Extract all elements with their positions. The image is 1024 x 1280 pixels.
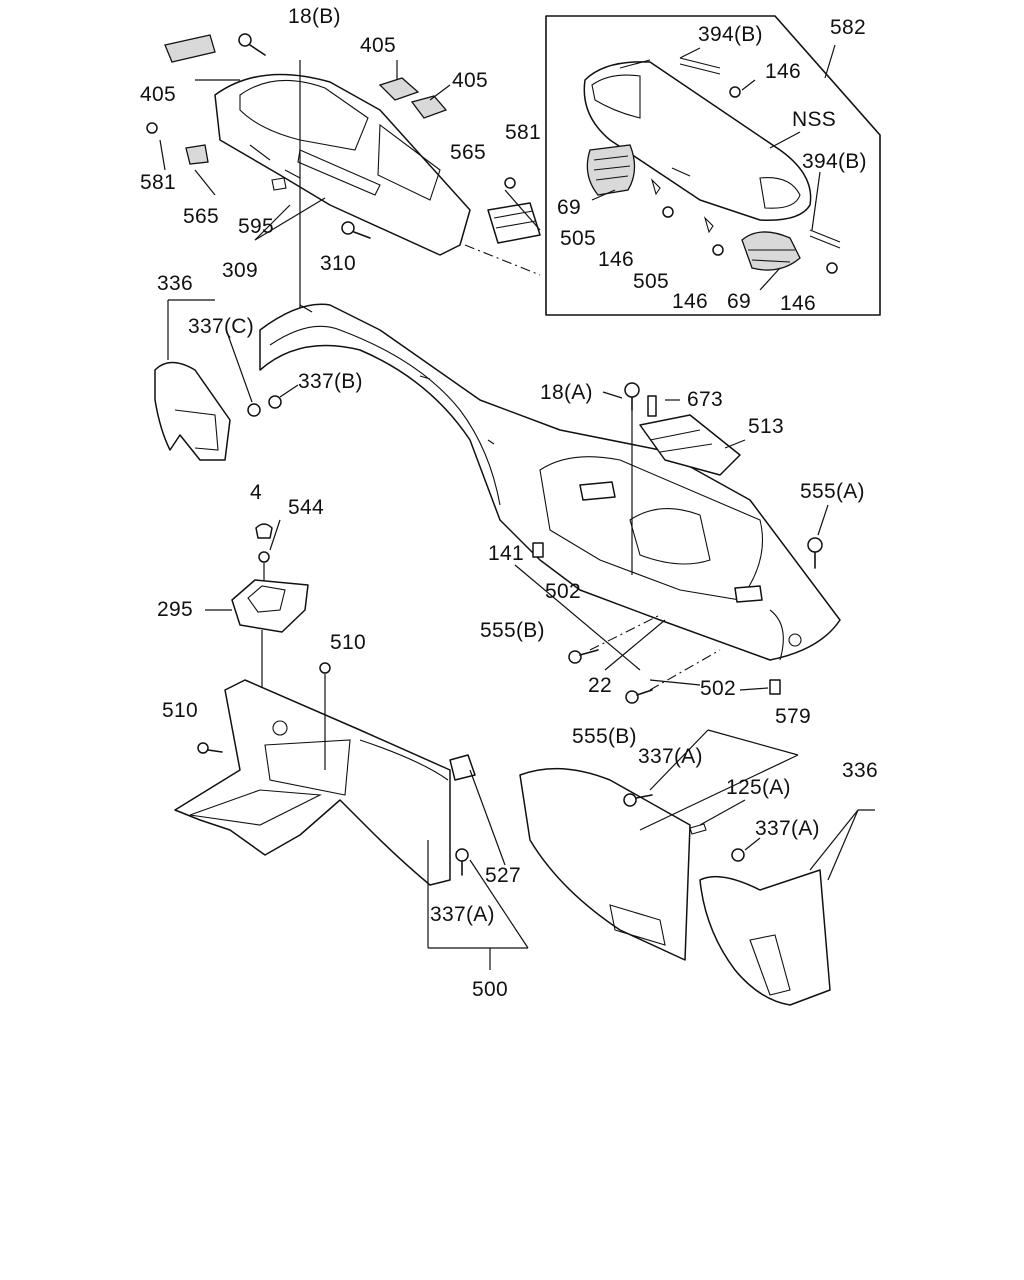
- side-cover-336-left: [154, 299, 299, 461]
- callout-544: 544: [288, 496, 324, 519]
- callout-505-a: 505: [560, 227, 596, 250]
- callout-527: 527: [485, 864, 521, 887]
- side-cover-336-right: [699, 809, 875, 1006]
- main-dashboard: [259, 303, 841, 661]
- bolt-555a: [807, 504, 829, 569]
- callout-336-left: 336: [157, 272, 193, 295]
- bolt-18a: [602, 382, 680, 575]
- callout-4: 4: [250, 481, 262, 504]
- callout-595: 595: [238, 215, 274, 238]
- inset-fasteners: [650, 47, 841, 274]
- callout-18b: 18(B): [288, 5, 341, 28]
- lower-fasteners: [514, 542, 781, 704]
- callout-502-a: 502: [545, 580, 581, 603]
- callout-581-a: 581: [140, 171, 176, 194]
- glove-box-579: [519, 729, 799, 961]
- meter-cluster-panel: [214, 73, 471, 256]
- callout-309: 309: [222, 259, 258, 282]
- callout-581-b: 581: [505, 121, 541, 144]
- callout-582: 582: [830, 16, 866, 39]
- side-vent-69-left: [586, 144, 636, 201]
- callout-394b-right: 394(B): [802, 150, 867, 173]
- callout-405-a: 405: [140, 83, 176, 106]
- callout-18a: 18(A): [540, 381, 593, 404]
- callout-505-b: 505: [633, 270, 669, 293]
- callout-69-a: 69: [557, 196, 581, 219]
- bracket-513: [639, 414, 746, 476]
- callout-565-a: 565: [183, 205, 219, 228]
- callout-673: 673: [687, 388, 723, 411]
- callout-146-d: 146: [780, 292, 816, 315]
- callout-565-b: 565: [450, 141, 486, 164]
- callout-513: 513: [748, 415, 784, 438]
- callout-555b-b: 555(B): [572, 725, 637, 748]
- callout-310: 310: [320, 252, 356, 275]
- inset-box-582: [545, 15, 881, 316]
- callout-579: 579: [775, 705, 811, 728]
- callout-22: 22: [588, 674, 612, 697]
- callout-337a-right: 337(A): [755, 817, 820, 840]
- callout-337a-console: 337(A): [430, 903, 495, 926]
- callout-146-a: 146: [765, 60, 801, 83]
- callout-405-b: 405: [360, 34, 396, 57]
- center-garnish-nss: [583, 59, 812, 221]
- callout-405-c: 405: [452, 69, 488, 92]
- callout-555a: 555(A): [800, 480, 865, 503]
- callout-336-right: 336: [842, 759, 878, 782]
- callout-337c: 337(C): [188, 315, 254, 338]
- callout-146-b: 146: [598, 248, 634, 271]
- callout-555b-a: 555(B): [480, 619, 545, 642]
- cluster-fasteners: [146, 33, 541, 308]
- callout-337b: 337(B): [298, 370, 363, 393]
- side-vent-69-right: [741, 231, 801, 291]
- callout-394b-top: 394(B): [698, 23, 763, 46]
- callout-510-a: 510: [330, 631, 366, 654]
- center-console-500: [174, 662, 529, 970]
- callout-125a: 125(A): [726, 776, 791, 799]
- callout-510-b: 510: [162, 699, 198, 722]
- callout-500: 500: [472, 978, 508, 1001]
- callout-146-c: 146: [672, 290, 708, 313]
- callout-141: 141: [488, 542, 524, 565]
- callout-nss: NSS: [792, 108, 837, 131]
- callout-69-b: 69: [727, 290, 751, 313]
- callout-502-b: 502: [700, 677, 736, 700]
- vent-405-parts: [164, 34, 451, 119]
- callout-295: 295: [157, 598, 193, 621]
- callout-337a-glove: 337(A): [638, 745, 703, 768]
